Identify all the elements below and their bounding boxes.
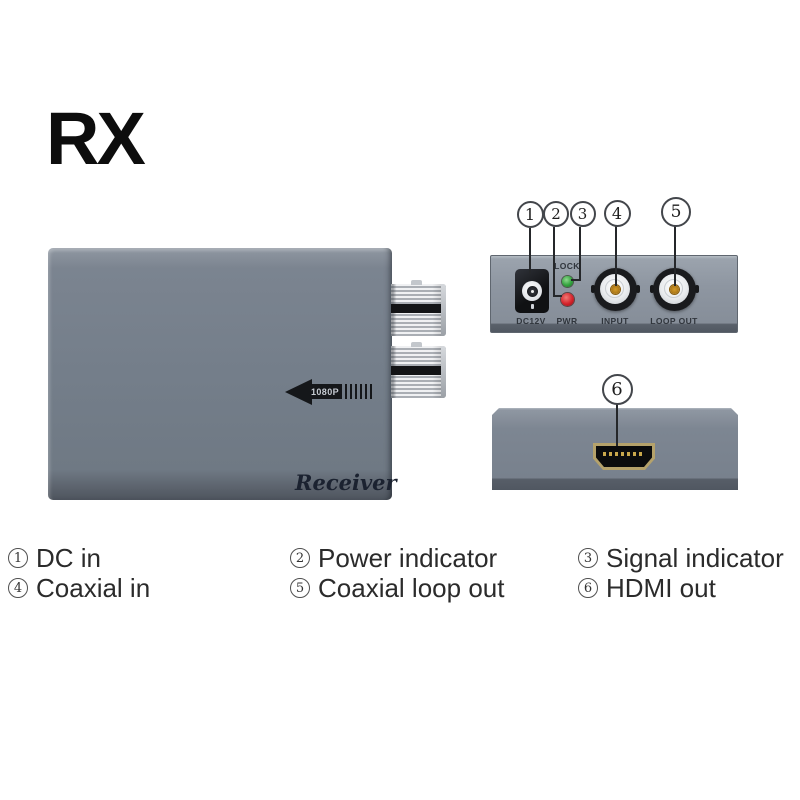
- direction-arrow-head-icon: [285, 379, 312, 405]
- callout-6: 6: [601, 373, 633, 405]
- device-name-label: Receiver: [295, 470, 397, 495]
- hdmi-port-cavity: [596, 446, 652, 467]
- loop-out-label: LOOP OUT: [650, 316, 698, 326]
- legend-label-coaxial-loop-out: Coaxial loop out: [318, 572, 505, 603]
- legend-label-signal-indicator: Signal indicator: [606, 542, 784, 573]
- leader-line-3: [579, 227, 581, 281]
- leader-line-2-elbow: [553, 295, 562, 297]
- bnc-center-pin: [669, 284, 679, 294]
- device-front-view: [48, 248, 392, 500]
- resolution-label: 1080P: [310, 386, 340, 397]
- bnc-end-cap: [441, 346, 446, 398]
- bnc-lug-right: [694, 285, 699, 293]
- dc-jack-ring: [522, 281, 542, 301]
- dc-jack-notch: [530, 304, 534, 309]
- callout-4: 4: [603, 199, 631, 227]
- input-label: INPUT: [601, 316, 629, 326]
- leader-line-2: [553, 227, 555, 297]
- bnc-mid-ring: [605, 279, 624, 298]
- legend-num-2: 2: [290, 548, 310, 568]
- power-led: [561, 292, 574, 306]
- lock-label: LOCK: [554, 261, 580, 271]
- legend-label-coaxial-in: Coaxial in: [36, 572, 151, 603]
- dc-jack-pin: [530, 289, 534, 293]
- legend-item-power-indicator: 2 Power indicator: [290, 543, 497, 573]
- side-bnc-connector-top: [391, 280, 446, 336]
- legend-item-dc-in: 1 DC in: [8, 543, 101, 573]
- bnc-lug-right: [635, 285, 640, 293]
- legend-label-hdmi-out: HDMI out: [606, 572, 716, 603]
- legend-num-6: 6: [578, 578, 598, 598]
- legend-item-hdmi-out: 6 HDMI out: [578, 573, 716, 603]
- legend-num-5: 5: [290, 578, 310, 598]
- legend-item-signal-indicator: 3 Signal indicator: [578, 543, 784, 573]
- pwr-label: PWR: [556, 316, 578, 326]
- leader-line-1: [529, 228, 531, 274]
- bnc-lug-left: [649, 285, 654, 293]
- bnc-black-band: [391, 366, 446, 375]
- bnc-mid-ring: [664, 279, 683, 298]
- rear-panel: LOCK DC12V PWR INPUT LOOP OUT: [490, 255, 738, 333]
- bnc-lug-left: [590, 285, 595, 293]
- callout-1: 1: [516, 200, 544, 228]
- callout-3: 3: [569, 201, 596, 227]
- legend-item-coaxial-in: 4 Coaxial in: [8, 573, 150, 603]
- legend-label-dc-in: DC in: [36, 542, 102, 573]
- legend-num-4: 4: [8, 578, 28, 598]
- bnc-black-band: [391, 304, 446, 313]
- leader-line-3-elbow: [571, 279, 581, 281]
- bnc-bayonet-nub: [411, 342, 422, 347]
- legend-item-coaxial-loop-out: 5 Coaxial loop out: [290, 573, 504, 603]
- legend-label-power-indicator: Power indicator: [318, 542, 498, 573]
- signal-lock-led: [561, 275, 573, 287]
- hdmi-output-panel: [492, 408, 738, 490]
- legend-num-1: 1: [8, 548, 28, 568]
- callout-2: 2: [543, 201, 569, 227]
- side-bnc-connector-bottom: [391, 342, 446, 398]
- direction-arrow-tail-icon: [340, 384, 373, 399]
- bnc-bayonet-nub: [411, 280, 422, 285]
- bnc-center-pin: [610, 284, 620, 294]
- leader-line-6: [616, 404, 618, 446]
- direction-arrow-body: 1080P: [310, 384, 340, 399]
- product-title: RX: [46, 97, 146, 180]
- dc-power-jack: [515, 269, 549, 313]
- leader-line-4: [615, 226, 617, 286]
- callout-5: 5: [661, 197, 691, 227]
- hdmi-port: [593, 443, 655, 470]
- dc12v-label: DC12V: [516, 316, 546, 326]
- bnc-end-cap: [441, 284, 446, 336]
- leader-line-5: [674, 225, 676, 286]
- legend-num-3: 3: [578, 548, 598, 568]
- hdmi-contact-pins: [603, 452, 646, 456]
